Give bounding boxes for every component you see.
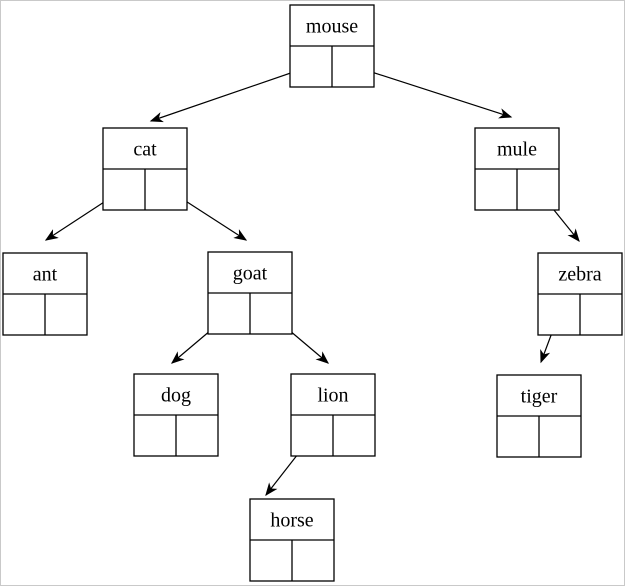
- tree-node-zebra: zebra: [537, 252, 623, 336]
- node-label: tiger: [521, 386, 558, 408]
- tree-node-cat: cat: [102, 127, 188, 211]
- tree-node-dog: dog: [133, 373, 219, 457]
- node-label: dog: [161, 385, 191, 407]
- tree-node-horse: horse: [249, 498, 335, 582]
- node-label: lion: [317, 385, 348, 407]
- tree-node-lion: lion: [290, 373, 376, 457]
- tree-node-mule: mule: [474, 127, 560, 211]
- node-label: goat: [233, 263, 268, 285]
- node-label: mouse: [306, 16, 358, 38]
- node-label: zebra: [558, 264, 601, 286]
- tree-node-mouse: mouse: [289, 4, 375, 88]
- node-label: cat: [133, 139, 157, 161]
- tree-node-ant: ant: [2, 252, 88, 336]
- node-label: horse: [270, 510, 313, 532]
- tree-node-goat: goat: [207, 251, 293, 335]
- node-label: ant: [33, 264, 58, 286]
- tree-node-tiger: tiger: [496, 374, 582, 458]
- tree-edge-mouse-left-cat: [149, 65, 312, 123]
- node-label: mule: [497, 139, 537, 161]
- tree-edge-mouse-right-mule: [352, 65, 513, 119]
- nodes-layer: mouse cat mule ant goat zebra dog lion tiger hors…: [2, 4, 623, 582]
